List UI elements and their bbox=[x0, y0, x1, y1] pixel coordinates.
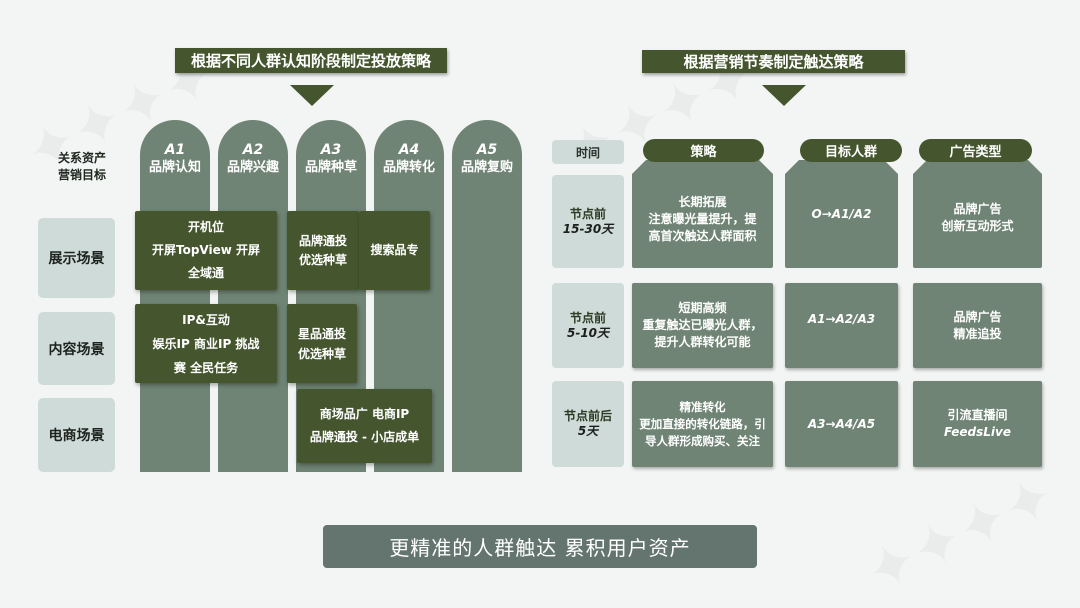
ecommerce-a3a4-box: 商场品广 电商IP 品牌通投 - 小店成单 bbox=[297, 389, 432, 463]
cell-line: 更加直接的转化链路，引 bbox=[639, 416, 766, 431]
goal-label: 关系资产 营销目标 bbox=[44, 150, 120, 184]
box-line: 优选种草 bbox=[298, 252, 347, 267]
stage-code: A1 bbox=[164, 142, 186, 158]
header-time: 时间 bbox=[552, 140, 624, 164]
time-line1: 节点前 bbox=[569, 206, 606, 221]
stage-name: 品牌兴趣 bbox=[226, 160, 279, 175]
stage-name: 品牌认知 bbox=[148, 160, 201, 175]
ad-type-cell: 品牌广告 创新互动形式 bbox=[913, 160, 1042, 268]
header-ad-type: 广告类型 bbox=[919, 139, 1032, 162]
header-target-audience: 目标人群 bbox=[800, 139, 902, 162]
time-line2: 5天 bbox=[577, 424, 599, 438]
box-line: 品牌通投 bbox=[298, 233, 347, 248]
cell-line: 注意曝光量提升，提 bbox=[648, 211, 757, 226]
box-line: 娱乐IP 商业IP 挑战 bbox=[152, 336, 260, 351]
cell-line: 高首次触达人群面积 bbox=[648, 228, 757, 243]
cell-line: A1→A2/A3 bbox=[807, 312, 876, 326]
time-cell: 节点前 15-30天 bbox=[552, 175, 624, 268]
down-arrow-icon bbox=[290, 85, 334, 106]
box-line: IP&互动 bbox=[182, 312, 230, 327]
box-line: 赛 全民任务 bbox=[173, 360, 239, 375]
cell-line: O→A1/A2 bbox=[811, 206, 872, 221]
stage-code: A2 bbox=[242, 142, 264, 158]
box-line: 全域通 bbox=[187, 266, 224, 280]
time-line2: 15-30天 bbox=[562, 221, 614, 236]
strategy-cell: 长期拓展 注意曝光量提升，提 高首次触达人群面积 bbox=[632, 160, 773, 268]
down-arrow-icon bbox=[762, 85, 806, 106]
cell-line: 重复触达已曝光人群， bbox=[642, 318, 763, 332]
box-line: 开机位 bbox=[187, 220, 224, 234]
header-strategy: 策略 bbox=[643, 139, 764, 162]
cell-line: 短期高频 bbox=[678, 301, 727, 315]
stage-column-a5: A5 品牌复购 bbox=[452, 120, 522, 472]
cell-line: 引流直播间 bbox=[947, 408, 1008, 422]
cell-line: A3→A4/A5 bbox=[807, 416, 876, 431]
stage-name: 品牌种草 bbox=[304, 160, 357, 175]
content-a1a2-box: IP&互动 娱乐IP 商业IP 挑战 赛 全民任务 bbox=[135, 304, 277, 383]
time-line1: 节点前后 bbox=[563, 409, 612, 423]
box-line: 商场品广 电商IP bbox=[319, 407, 410, 421]
ad-type-cell: 品牌广告 精准追投 bbox=[913, 283, 1042, 368]
goal-label-line2: 营销目标 bbox=[57, 168, 106, 182]
time-line1: 节点前 bbox=[569, 310, 606, 325]
stage-name: 品牌复购 bbox=[460, 160, 513, 175]
cell-line: 品牌广告 bbox=[953, 202, 1002, 216]
strategy-cell: 短期高频 重复触达已曝光人群， 提升人群转化可能 bbox=[632, 283, 773, 368]
time-cell: 节点前 5-10天 bbox=[552, 283, 624, 368]
content-a3-box: 星品通投 优选种草 bbox=[287, 304, 357, 383]
cell-line: 精准转化 bbox=[679, 399, 726, 414]
stage-column-a1: A1 品牌认知 bbox=[140, 120, 210, 472]
box-line: 品牌通投 - 小店成单 bbox=[309, 430, 420, 444]
target-cell: O→A1/A2 bbox=[785, 160, 898, 268]
cell-line: 精准追投 bbox=[953, 326, 1002, 341]
stage-code: A4 bbox=[398, 142, 420, 158]
box-line: 优选种草 bbox=[297, 346, 346, 361]
stage-code: A3 bbox=[320, 142, 342, 158]
row-label-display: 展示场景 bbox=[38, 218, 115, 298]
left-panel-title: 根据不同人群认知阶段制定投放策略 bbox=[175, 48, 447, 73]
right-panel-title: 根据营销节奏制定触达策略 bbox=[642, 50, 905, 73]
target-cell: A1→A2/A3 bbox=[785, 283, 898, 368]
stage-code: A5 bbox=[476, 142, 498, 158]
stage-name: 品牌转化 bbox=[382, 160, 435, 175]
cell-line: 品牌广告 bbox=[953, 309, 1002, 324]
cell-line: FeedsLive bbox=[944, 425, 1011, 439]
target-cell: A3→A4/A5 bbox=[785, 381, 898, 467]
cell-line: 导人群形成购买、关注 bbox=[645, 433, 760, 448]
box-line: 星品通投 bbox=[297, 326, 346, 341]
display-a1a2-box: 开机位 开屏TopView 开屏 全域通 bbox=[135, 211, 277, 290]
goal-label-line1: 关系资产 bbox=[57, 151, 106, 165]
ad-type-cell: 引流直播间 FeedsLive bbox=[913, 381, 1042, 467]
row-label-ecommerce: 电商场景 bbox=[38, 398, 115, 472]
stage-column-a2: A2 品牌兴趣 bbox=[218, 120, 288, 472]
display-a3-box: 品牌通投 优选种草 bbox=[287, 211, 359, 290]
cell-line: 创新互动形式 bbox=[941, 219, 1014, 233]
box-line: 搜索品专 bbox=[370, 243, 419, 257]
watermark: ✦✦✦✦ bbox=[854, 460, 1067, 608]
box-line: 开屏TopView 开屏 bbox=[151, 243, 261, 257]
cell-line: 长期拓展 bbox=[678, 194, 727, 209]
time-cell: 节点前后 5天 bbox=[552, 381, 624, 467]
strategy-cell: 精准转化 更加直接的转化链路，引 导人群形成购买、关注 bbox=[632, 381, 773, 467]
display-a4-box: 搜索品专 bbox=[359, 211, 430, 290]
footer-tagline: 更精准的人群触达 累积用户资产 bbox=[323, 525, 757, 568]
time-line2: 5-10天 bbox=[566, 325, 610, 340]
row-label-content: 内容场景 bbox=[38, 312, 115, 385]
cell-line: 提升人群转化可能 bbox=[654, 335, 751, 349]
